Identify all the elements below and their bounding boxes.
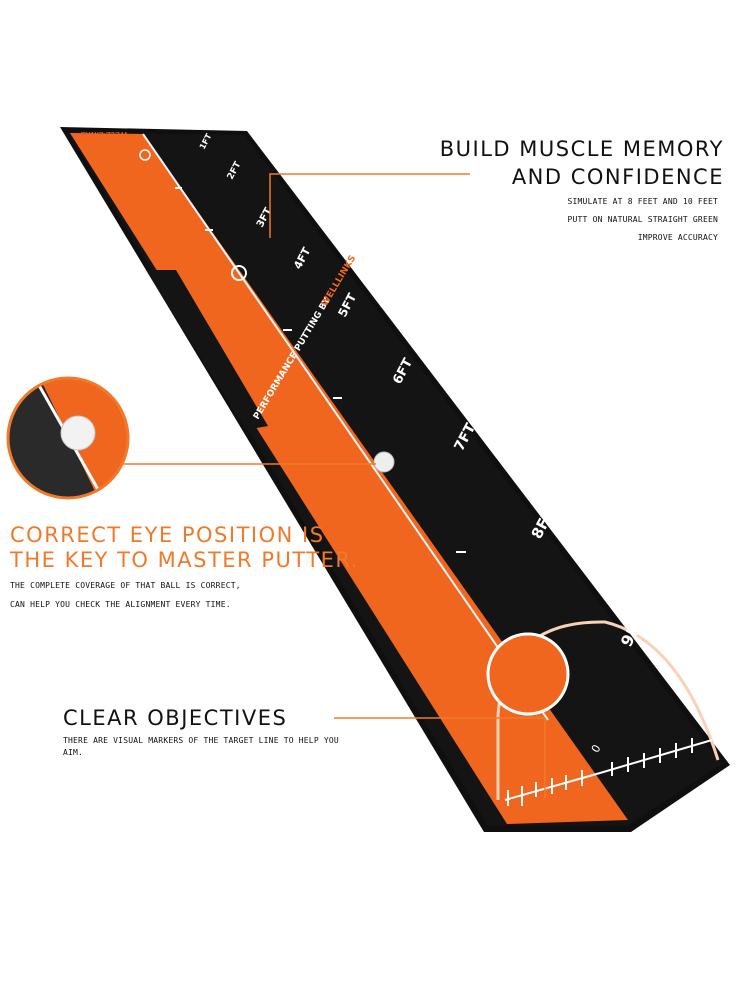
middle-callout-sub-2: CAN HELP YOU CHECK THE ALIGNMENT EVERY T…	[10, 600, 231, 609]
mat-orange-lane	[70, 133, 628, 824]
top-callout-title-1: BUILD MUSCLE MEMORY	[439, 137, 724, 161]
bottom-callout-sub: THERE ARE VISUAL MARKERS OF THE TARGET L…	[63, 736, 339, 757]
ball-marker-1	[139, 149, 151, 161]
top-callout-sub-1: SIMULATE AT 8 FEET AND 10 FEET	[567, 197, 718, 206]
label-9ft: 9FT	[617, 612, 649, 650]
top-callout-title-2: AND CONFIDENCE	[511, 165, 724, 189]
middle-callout-sub-1: THE COMPLETE COVERAGE OF THAT BALL IS CO…	[10, 581, 241, 590]
target-line	[142, 133, 549, 721]
ball-marker-2	[231, 265, 247, 281]
hole-target-circle	[486, 632, 570, 716]
golf-ball	[373, 451, 395, 473]
top-callout-line	[269, 173, 470, 238]
middle-callout-title-2: THE KEY TO MASTER PUTTER.	[10, 548, 359, 572]
top-callout-sub-2: PUTT ON NATURAL STRAIGHT GREEN	[567, 215, 718, 224]
bottom-callout-line	[334, 717, 546, 798]
bottom-callout-title: CLEAR OBJECTIVES	[63, 706, 288, 730]
ruler-ticks	[504, 738, 713, 806]
mat-brand: WELL LINKS	[80, 130, 128, 139]
zoom-golf-ball	[60, 415, 96, 451]
distance-ticks	[175, 187, 466, 553]
top-callout-sub-3: IMPROVE ACCURACY	[637, 233, 718, 242]
middle-callout-title-1: CORRECT EYE POSITION IS	[10, 523, 325, 547]
zoom-inset	[6, 376, 130, 500]
mat-side-strip	[146, 270, 268, 430]
